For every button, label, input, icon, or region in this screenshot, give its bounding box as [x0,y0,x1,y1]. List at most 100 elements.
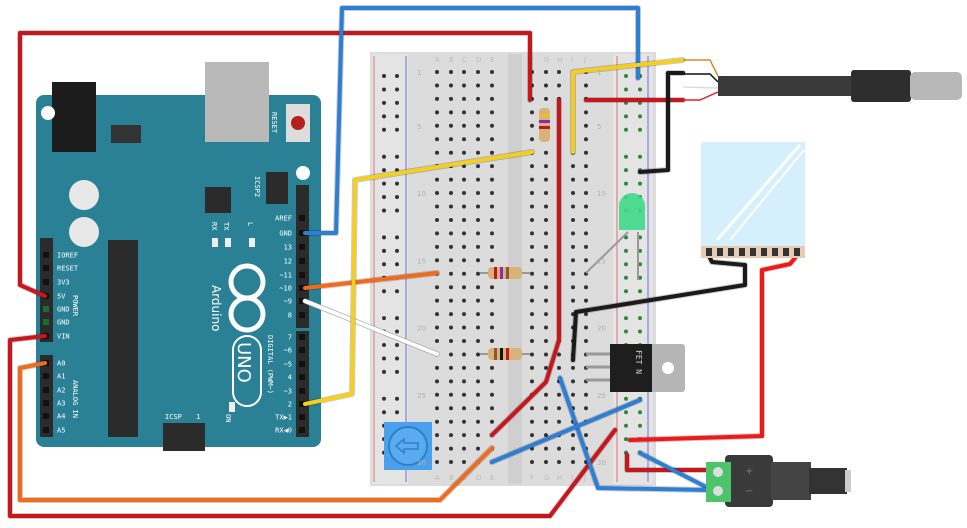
breadboard-hole[interactable] [449,244,453,249]
rail-hole[interactable] [638,87,642,92]
breadboard-hole[interactable] [571,446,575,451]
dc-barrel-jack[interactable]: + − [706,455,851,507]
breadboard-hole[interactable] [435,96,439,101]
rail-hole[interactable] [382,369,386,374]
power-pin[interactable] [43,319,49,325]
breadboard-hole[interactable] [571,271,575,276]
breadboard-hole[interactable] [544,258,548,263]
rail-hole[interactable] [382,262,386,267]
analog-pin[interactable] [43,400,49,406]
breadboard-hole[interactable] [544,339,548,343]
breadboard-hole[interactable] [584,258,588,263]
breadboard-hole[interactable] [584,123,588,128]
breadboard-hole[interactable] [490,110,494,115]
breadboard-hole[interactable] [584,177,588,182]
breadboard-hole[interactable] [449,352,453,357]
breadboard-hole[interactable] [571,365,575,370]
rail-hole[interactable] [624,396,628,401]
breadboard-hole[interactable] [584,83,588,88]
breadboard-hole[interactable] [476,244,480,249]
breadboard-hole[interactable] [462,150,466,155]
rail-hole[interactable] [624,154,628,159]
rail-hole[interactable] [382,154,386,159]
analog-pin[interactable] [43,387,49,393]
rail-hole[interactable] [395,87,399,92]
breadboard-hole[interactable] [476,177,480,182]
rail-hole[interactable] [382,343,386,347]
bright-red-wire[interactable] [628,256,797,442]
rail-hole[interactable] [624,423,628,428]
breadboard-hole[interactable] [490,83,494,88]
breadboard-hole[interactable] [530,123,534,128]
breadboard-hole[interactable] [476,150,480,155]
breadboard-hole[interactable] [476,123,480,128]
rail-hole[interactable] [382,316,386,321]
breadboard-hole[interactable] [530,312,534,317]
breadboard-hole[interactable] [449,460,453,465]
breadboard-hole[interactable] [449,312,453,317]
rail-hole[interactable] [624,329,628,334]
breadboard-hole[interactable] [476,312,480,317]
breadboard-hole[interactable] [544,365,548,370]
breadboard-hole[interactable] [435,191,439,196]
breadboard-hole[interactable] [449,446,453,451]
breadboard-hole[interactable] [449,177,453,182]
breadboard-hole[interactable] [530,379,534,384]
rail-hole[interactable] [624,74,628,78]
breadboard-hole[interactable] [530,271,534,276]
breadboard-hole[interactable] [476,83,480,88]
breadboard-hole[interactable] [462,164,466,169]
rail-hole[interactable] [395,74,399,78]
rail-hole[interactable] [395,235,399,240]
breadboard-hole[interactable] [557,83,561,88]
breadboard-hole[interactable] [449,271,453,276]
rail-hole[interactable] [395,248,399,253]
blue-wire[interactable] [303,6,640,235]
breadboard-hole[interactable] [490,244,494,249]
breadboard-hole[interactable] [449,191,453,196]
breadboard-hole[interactable] [435,150,439,155]
breadboard-hole[interactable] [462,70,466,74]
breadboard-hole[interactable] [557,460,561,465]
breadboard-hole[interactable] [544,446,548,451]
breadboard-hole[interactable] [462,379,466,384]
breadboard-hole[interactable] [462,217,466,222]
rail-hole[interactable] [624,437,628,442]
breadboard-hole[interactable] [544,298,548,303]
breadboard-hole[interactable] [544,96,548,101]
digital-pin[interactable] [299,215,305,221]
breadboard-hole[interactable] [449,325,453,330]
black-wire[interactable] [638,71,685,174]
breadboard-hole[interactable] [435,339,439,343]
breadboard-hole[interactable] [435,244,439,249]
breadboard-hole[interactable] [571,285,575,290]
breadboard-hole[interactable] [435,446,439,451]
breadboard-hole[interactable] [544,204,548,209]
breadboard-hole[interactable] [462,258,466,263]
digital-pin[interactable] [299,230,305,236]
potentiometer[interactable] [384,422,432,470]
rail-hole[interactable] [395,396,399,401]
breadboard-hole[interactable] [557,406,561,411]
breadboard-hole[interactable] [490,406,494,411]
breadboard-hole[interactable] [462,110,466,115]
breadboard-hole[interactable] [530,285,534,290]
breadboard-hole[interactable] [584,406,588,411]
breadboard-hole[interactable] [530,298,534,303]
breadboard-hole[interactable] [544,217,548,222]
breadboard-hole[interactable] [490,70,494,74]
breadboard-hole[interactable] [476,164,480,169]
breadboard-hole[interactable] [462,191,466,196]
breadboard-hole[interactable] [449,433,453,438]
rail-hole[interactable] [395,100,399,105]
breadboard-hole[interactable] [476,379,480,384]
breadboard-hole[interactable] [476,285,480,290]
power-pin[interactable] [43,265,49,271]
breadboard-hole[interactable] [462,83,466,88]
breadboard-hole[interactable] [490,137,494,142]
breadboard-hole[interactable] [462,244,466,249]
breadboard-hole[interactable] [530,365,534,370]
breadboard-hole[interactable] [530,433,534,438]
breadboard-hole[interactable] [530,110,534,115]
breadboard-hole[interactable] [544,325,548,330]
